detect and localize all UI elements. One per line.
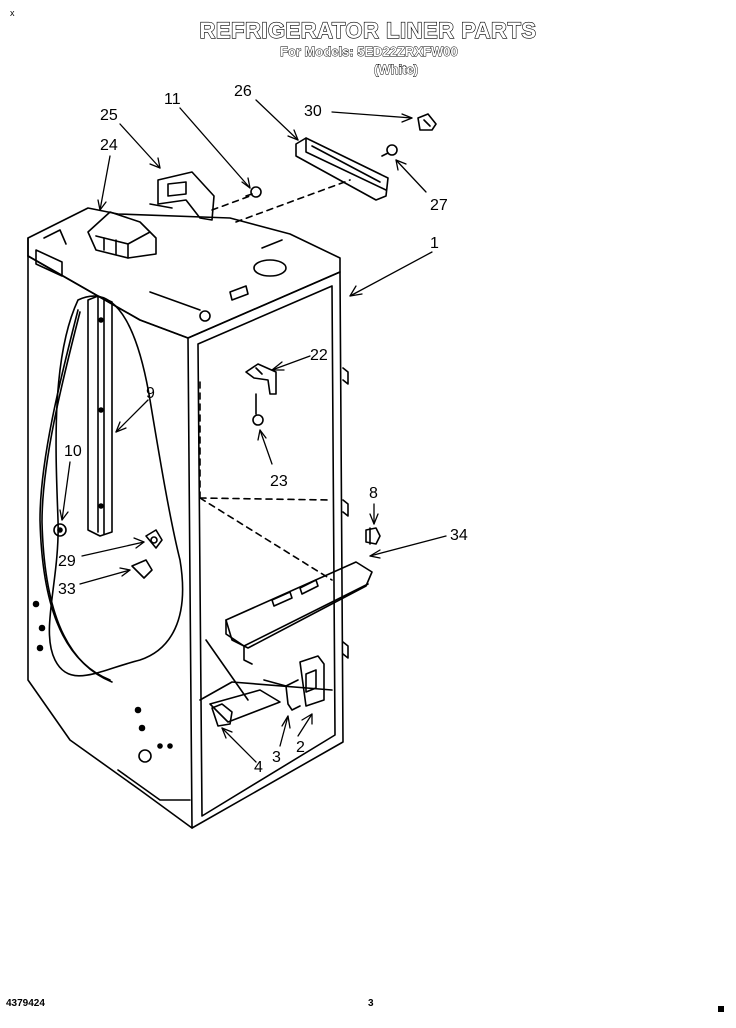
- liner-body: [27, 207, 349, 829]
- color-line: (White): [374, 62, 419, 78]
- callout-9: 9: [146, 385, 155, 402]
- callout-1: 1: [430, 235, 439, 252]
- callout-8: 8: [369, 485, 378, 502]
- part-34-shelf: [225, 561, 373, 665]
- callout-numbers: 1 2 3 4 8 9 10 11 22 23 24 25 26 27 29 3…: [58, 83, 468, 776]
- callout-30: 30: [304, 103, 322, 120]
- callout-25: 25: [100, 107, 118, 124]
- part-22-bracket: [245, 363, 277, 395]
- doc-number: 4379424: [6, 998, 45, 1009]
- callout-3: 3: [272, 749, 281, 766]
- page-number: 3: [368, 998, 374, 1009]
- part-10-screw: [53, 523, 67, 537]
- page-title: REFRIGERATOR LINER PARTS: [199, 17, 537, 43]
- part-27-screw: [381, 144, 398, 157]
- wire: [39, 309, 111, 681]
- callout-23: 23: [270, 473, 288, 490]
- callout-2: 2: [296, 739, 305, 756]
- callout-10: 10: [64, 443, 82, 460]
- callout-29: 29: [58, 553, 76, 570]
- callout-27: 27: [430, 197, 448, 214]
- part-2-hinge: [299, 655, 325, 707]
- models-line: For Models: 5ED22ZRXFW00: [280, 44, 459, 60]
- part-8-clip: [365, 527, 381, 545]
- callout-4: 4: [254, 759, 263, 776]
- part-25-bracket: [149, 171, 215, 221]
- part-23-screw: [252, 393, 264, 426]
- leader-lines: [59, 99, 447, 763]
- callout-34: 34: [450, 527, 468, 544]
- callout-24: 24: [100, 137, 118, 154]
- part-26-top-rail: [295, 137, 389, 201]
- corner-dot: [718, 1006, 724, 1012]
- part-24-housing: [87, 211, 157, 259]
- callout-33: 33: [58, 581, 76, 598]
- part-3-bracket: [263, 679, 301, 711]
- callout-22: 22: [310, 347, 328, 364]
- callout-11: 11: [164, 91, 181, 108]
- corner-mark: x: [10, 8, 15, 18]
- part-29-part: [145, 529, 163, 549]
- callout-26: 26: [234, 83, 252, 100]
- part-33-cap: [131, 559, 153, 579]
- part-4-block: [211, 703, 233, 727]
- part-9-rail: [87, 295, 113, 537]
- part-11-screw: [245, 186, 262, 198]
- part-30-clip: [417, 113, 437, 131]
